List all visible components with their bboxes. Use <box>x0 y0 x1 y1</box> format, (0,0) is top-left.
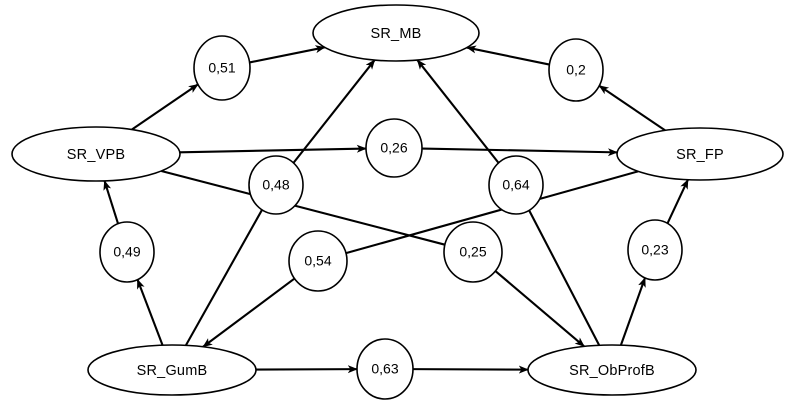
concept-node-gumb[interactable]: SR_GumB <box>87 344 257 396</box>
weight-label: 0,64 <box>502 177 529 193</box>
weight-node-w064[interactable]: 0,64 <box>488 155 544 215</box>
edge-w048-target-segment <box>292 59 376 164</box>
edge-w023-target-segment <box>666 178 689 224</box>
edge-w026-target-segment <box>421 147 618 157</box>
node-ellipse <box>616 127 784 181</box>
weight-ellipse <box>99 221 155 283</box>
node-ellipse <box>11 126 181 182</box>
weight-node-w026[interactable]: 0,26 <box>365 118 423 178</box>
weight-label: 0,51 <box>208 60 235 76</box>
edge-layer <box>103 45 689 374</box>
concept-node-mb[interactable]: SR_MB <box>312 4 480 62</box>
weight-ellipse <box>248 155 304 215</box>
edge-w048-source-segment <box>184 209 263 346</box>
weight-node-w063[interactable]: 0,63 <box>356 338 414 400</box>
concept-node-vpb[interactable]: SR_VPB <box>11 126 181 182</box>
weight-label: 0,49 <box>113 244 140 260</box>
edge-w025-target-segment <box>494 270 585 348</box>
node-ellipse <box>312 4 480 62</box>
weight-node-w051[interactable]: 0,51 <box>193 35 251 101</box>
weight-label: 0,25 <box>459 244 486 260</box>
node-label: SR_GumB <box>137 363 208 379</box>
node-label: SR_VPB <box>67 147 125 163</box>
concept-node-layer: SR_MB SR_VPB SR_FP SR_GumB SR_ObProfB <box>11 4 784 396</box>
edge-w051-target-segment <box>249 45 326 64</box>
weight-node-w054[interactable]: 0,54 <box>288 230 348 292</box>
weight-ellipse <box>288 230 348 292</box>
edge-w026-source-segment <box>179 144 367 154</box>
weight-node-w023[interactable]: 0,23 <box>627 219 683 281</box>
concept-node-obprofb[interactable]: SR_ObProfB <box>527 344 697 396</box>
edge-w02-target-segment <box>466 45 550 66</box>
concept-node-fp[interactable]: SR_FP <box>616 127 784 181</box>
weight-ellipse <box>193 35 251 101</box>
weight-node-w025[interactable]: 0,25 <box>443 221 503 283</box>
edge-w063-target-segment <box>412 365 529 374</box>
edge-w049-target-segment <box>103 180 120 225</box>
edge-w02-source-segment <box>598 84 666 132</box>
weight-label: 0,63 <box>371 361 398 377</box>
node-label: SR_ObProfB <box>569 363 655 379</box>
edge-w049-source-segment <box>136 278 164 346</box>
weight-label: 0,54 <box>304 253 331 269</box>
node-ellipse <box>527 344 697 396</box>
edge-w054-source-segment <box>345 170 639 255</box>
weight-label: 0,23 <box>641 242 668 258</box>
edge-w054-target-segment <box>202 277 296 348</box>
edge-w064-source-segment <box>528 209 601 346</box>
edge-w064-target-segment <box>416 59 500 164</box>
node-label: SR_MB <box>371 26 422 42</box>
node-label: SR_FP <box>676 147 724 163</box>
weight-node-w02[interactable]: 0,2 <box>548 38 604 102</box>
node-ellipse <box>87 344 257 396</box>
edge-w051-source-segment <box>131 83 199 131</box>
edge-w025-source-segment <box>161 169 446 246</box>
weight-node-w048[interactable]: 0,48 <box>248 155 304 215</box>
weight-ellipse <box>548 38 604 102</box>
weight-node-w049[interactable]: 0,49 <box>99 221 155 283</box>
weight-node-layer: 0,51 0,2 0,26 0,48 0,64 0,49 0,54 0,25 0,23 0,63 <box>99 35 683 400</box>
weight-ellipse <box>488 155 544 215</box>
weight-ellipse <box>365 118 423 178</box>
edge-w023-source-segment <box>619 277 647 346</box>
weight-ellipse <box>443 221 503 283</box>
weight-ellipse <box>356 338 414 400</box>
weight-label: 0,2 <box>566 62 586 78</box>
weight-label: 0,26 <box>380 140 407 156</box>
weight-ellipse <box>627 219 683 281</box>
weight-label: 0,48 <box>262 177 289 193</box>
